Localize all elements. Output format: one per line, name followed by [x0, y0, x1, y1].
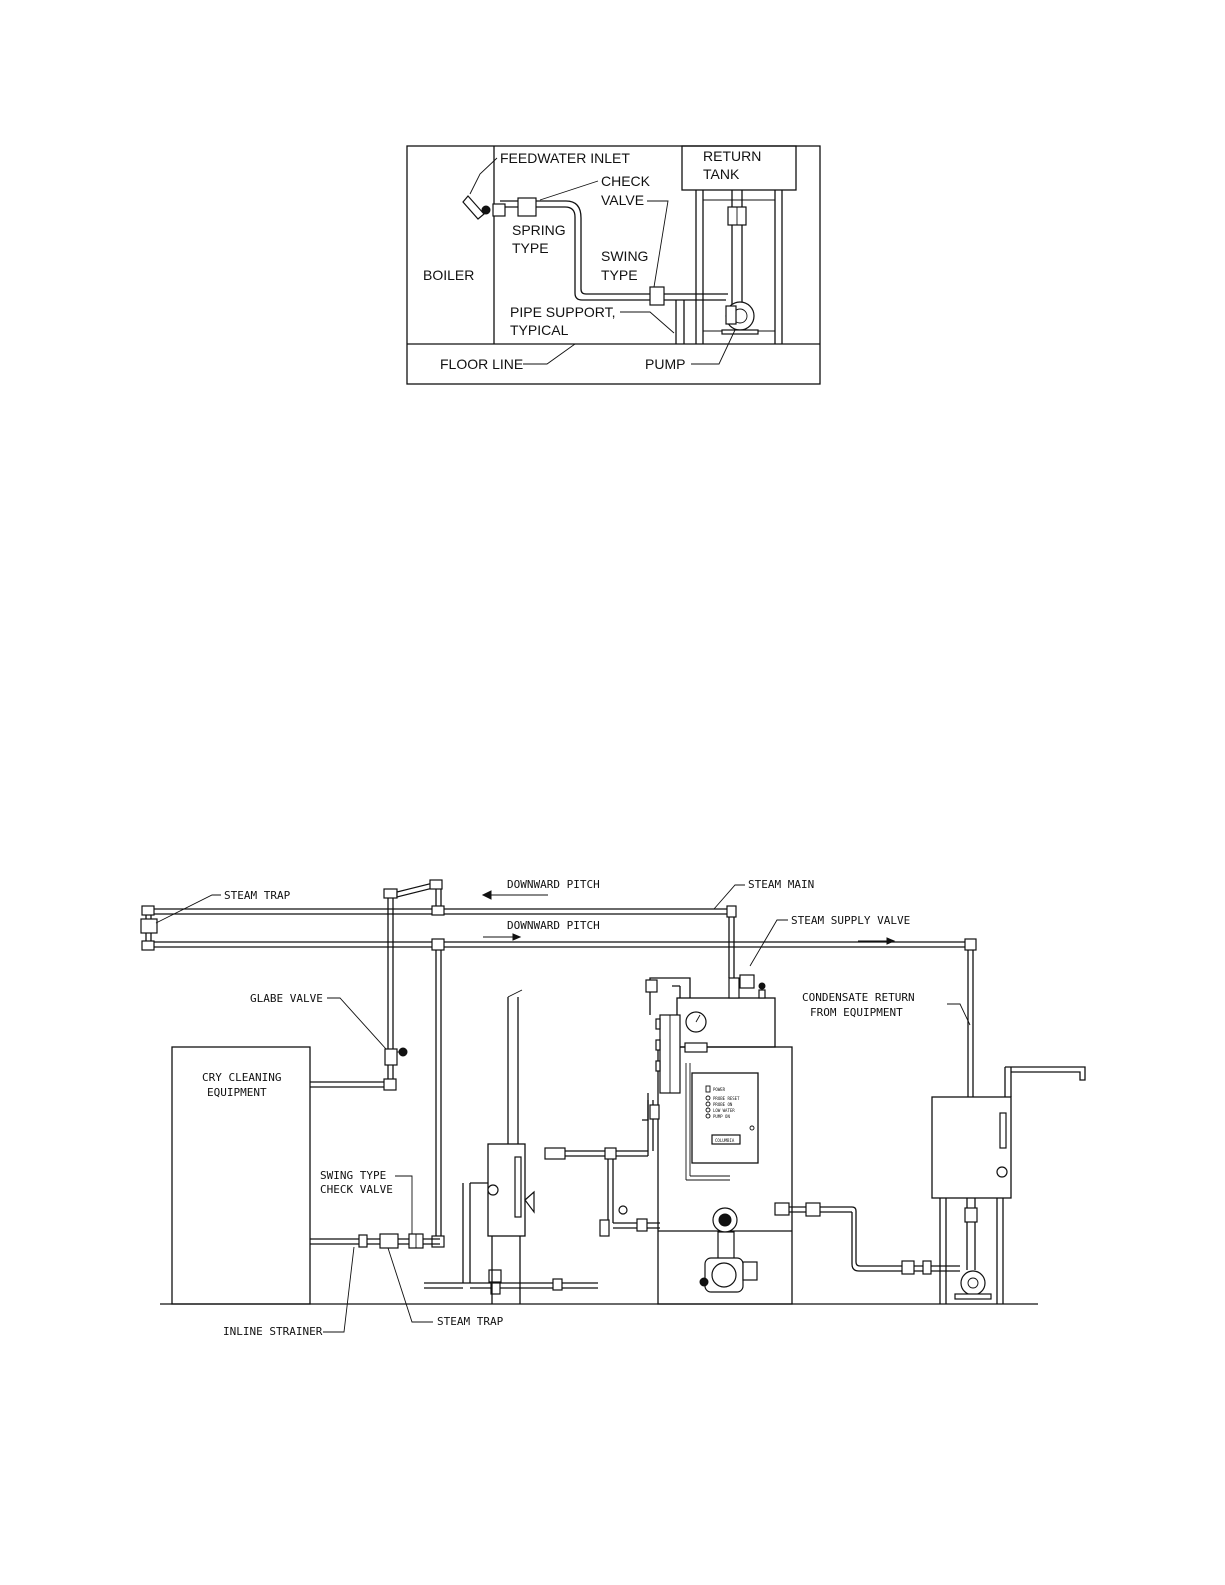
feedwater-diagram: FEEDWATER INLET CHECK VALVE RETURN TANK …: [406, 145, 821, 385]
label-valve: VALVE: [601, 192, 644, 208]
condensate-return-pipe: [150, 938, 977, 1097]
pump: [721, 301, 759, 335]
panel-brand: COLUMBIA: [715, 1138, 735, 1143]
label-typical: TYPICAL: [510, 322, 569, 338]
label-pump: PUMP: [645, 356, 685, 372]
label-downward-pitch-2: DOWNWARD PITCH: [507, 919, 600, 932]
label-condensate-1: CONDENSATE RETURN: [802, 991, 915, 1004]
diagram1-border: [406, 145, 821, 385]
label-check: CHECK: [601, 173, 651, 189]
label-pipe-support: PIPE SUPPORT,: [510, 304, 616, 320]
boiler-feed-line: [774, 1202, 960, 1275]
feedwater-inlet-valve: [462, 195, 506, 220]
label-return: RETURN: [703, 148, 761, 164]
panel-low-water: LOW WATER: [713, 1108, 735, 1113]
swing-check-valve: [649, 286, 665, 306]
pipe-supports: [675, 300, 685, 344]
label-check-valve: CHECK VALVE: [320, 1183, 393, 1196]
label-boiler: BOILER: [423, 267, 474, 283]
label-steam-trap-top: STEAM TRAP: [224, 889, 291, 902]
steam-system-diagram: POWER PROBE RESET PROBE ON LOW WATER PUM…: [140, 878, 1086, 1338]
label-cry-cleaning-1: CRY CLEANING: [202, 1071, 281, 1084]
equipment-return-line: [310, 1233, 440, 1249]
label-inline-strainer: INLINE STRAINER: [223, 1325, 323, 1338]
panel-probe-on: PROBE ON: [713, 1102, 733, 1107]
spring-check-valve: [517, 197, 537, 217]
label-tank: TANK: [703, 166, 740, 182]
steam-trap-left: [140, 905, 158, 951]
panel-power: POWER: [713, 1087, 726, 1092]
label-feedwater-inlet: FEEDWATER INLET: [500, 150, 630, 166]
label-swing-type: TYPE: [601, 267, 638, 283]
diagram2-leaders: [155, 884, 971, 1333]
glabe-valve: [384, 1047, 408, 1066]
tank-boiler-piping: [544, 1100, 660, 1237]
label-spring-type: TYPE: [512, 240, 549, 256]
label-floor-line: FLOOR LINE: [440, 356, 523, 372]
label-spring: SPRING: [512, 222, 566, 238]
panel-probe-reset: PROBE RESET: [713, 1096, 740, 1101]
label-swing: SWING: [601, 248, 648, 264]
dry-cleaning-equipment: [171, 1046, 311, 1305]
equipment-steam-branch: [310, 879, 445, 1091]
return-tank-center: [424, 989, 598, 1304]
label-swing-type: SWING TYPE: [320, 1169, 386, 1182]
return-tank: [681, 145, 797, 191]
label-cry-cleaning-2: EQUIPMENT: [207, 1086, 267, 1099]
tank-drop-pipe: [727, 190, 747, 318]
label-condensate-2: FROM EQUIPMENT: [810, 1006, 903, 1019]
label-glabe-valve: GLABE VALVE: [250, 992, 323, 1005]
label-steam-trap-bottom: STEAM TRAP: [437, 1315, 504, 1328]
label-steam-main: STEAM MAIN: [748, 878, 814, 891]
panel-pump-on: PUMP ON: [713, 1114, 730, 1119]
label-downward-pitch-1: DOWNWARD PITCH: [507, 878, 600, 891]
label-steam-supply-valve: STEAM SUPPLY VALVE: [791, 914, 910, 927]
diagram1-leaders: [469, 157, 736, 365]
pitch-arrows: [481, 890, 896, 945]
condensate-return-tank: [931, 1066, 1086, 1304]
boiler: [642, 974, 793, 1305]
condensate-drop: [431, 938, 445, 1248]
